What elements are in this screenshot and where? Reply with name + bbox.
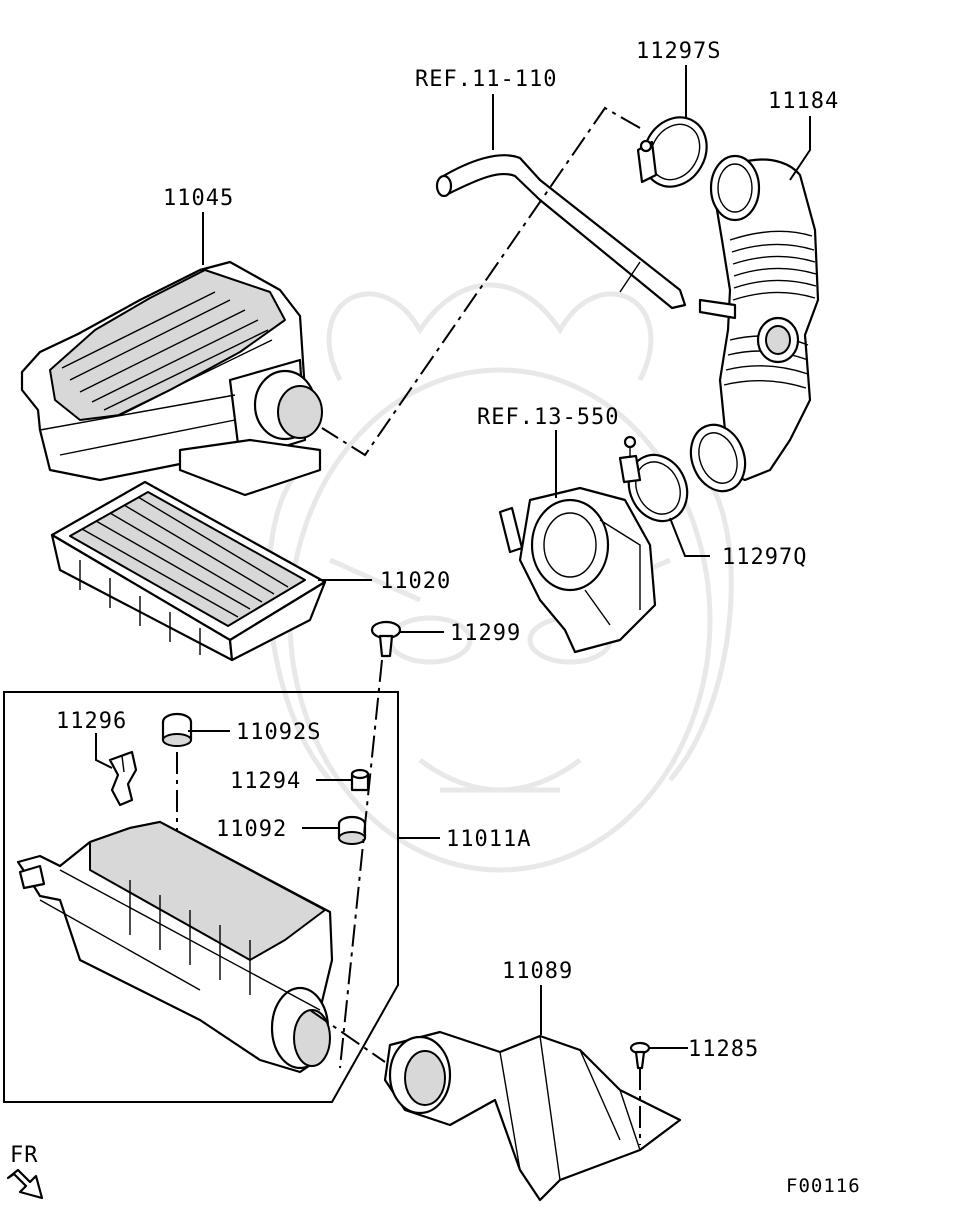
throttle-body bbox=[498, 486, 657, 654]
connector-line-bolt bbox=[339, 659, 383, 1069]
label-11184: 11184 bbox=[768, 89, 839, 114]
air-cleaner-case bbox=[16, 820, 334, 1074]
air-cleaner-cover bbox=[20, 260, 323, 497]
front-direction-arrow bbox=[6, 1168, 44, 1200]
label-ref-13-550: REF.13-550 bbox=[477, 405, 619, 430]
hose-clamp-upper bbox=[636, 116, 708, 188]
label-11296: 11296 bbox=[56, 709, 127, 734]
leader-lines bbox=[95, 65, 811, 1049]
clip-11285 bbox=[629, 1041, 651, 1070]
connector-line-hose bbox=[321, 106, 641, 457]
label-11092S: 11092S bbox=[236, 720, 321, 745]
watermark-emblem bbox=[266, 282, 734, 873]
harness-clip bbox=[108, 750, 138, 807]
figure-code: F00116 bbox=[786, 1175, 861, 1197]
air-intake-hose bbox=[689, 154, 820, 493]
breather-hose bbox=[435, 154, 687, 310]
label-11294: 11294 bbox=[230, 769, 301, 794]
label-11020: 11020 bbox=[380, 569, 451, 594]
label-11297S: 11297S bbox=[636, 39, 721, 64]
hose-clamp-lower bbox=[618, 435, 689, 523]
air-duct bbox=[383, 1030, 682, 1202]
label-11285: 11285 bbox=[688, 1037, 759, 1062]
label-11045: 11045 bbox=[163, 186, 234, 211]
label-11092: 11092 bbox=[216, 817, 287, 842]
label-fr: FR bbox=[10, 1143, 39, 1168]
label-11089: 11089 bbox=[502, 959, 573, 984]
assembly-box-outline bbox=[3, 691, 399, 1103]
air-filter-element bbox=[50, 480, 327, 662]
grommet-upper bbox=[161, 712, 193, 747]
label-11299: 11299 bbox=[450, 621, 521, 646]
collar-11294 bbox=[350, 768, 370, 792]
bolt-11299 bbox=[370, 620, 402, 658]
label-11011A: 11011A bbox=[446, 827, 531, 852]
connector-line-duct bbox=[309, 1009, 386, 1063]
grommet-lower bbox=[337, 815, 367, 845]
label-ref-11-110: REF.11-110 bbox=[415, 67, 557, 92]
label-11297Q: 11297Q bbox=[722, 545, 807, 570]
